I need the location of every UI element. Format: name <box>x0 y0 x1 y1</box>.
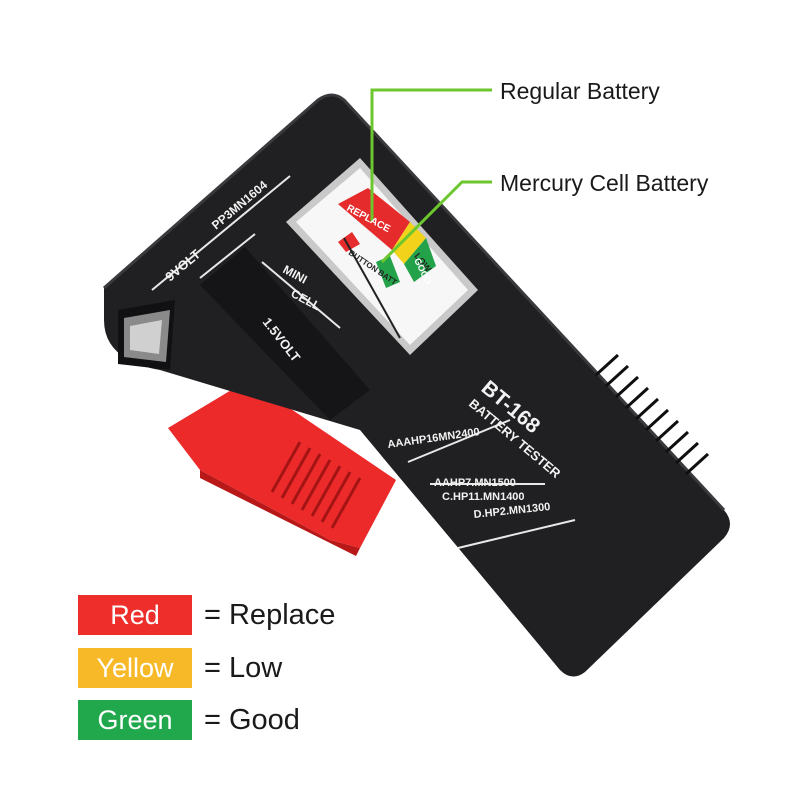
legend-meaning-low: = Low <box>204 651 283 684</box>
callout-regular-battery: Regular Battery <box>500 78 660 104</box>
tester-body <box>103 93 730 677</box>
meter-window <box>286 158 478 355</box>
legend-meaning-good: = Good <box>204 703 300 736</box>
aa-label: AAHP7.MN1500 <box>434 477 516 489</box>
legend-swatch-yellow: Yellow <box>78 648 192 688</box>
legend-row-green: Green = Good <box>78 700 300 740</box>
legend-swatch-red: Red <box>78 595 192 635</box>
callout-mercury-cell-battery: Mercury Cell Battery <box>500 170 709 196</box>
legend-swatch-green: Green <box>78 700 192 740</box>
c-label: C.HP11.MN1400 <box>442 491 525 503</box>
legend-meaning-replace: = Replace <box>204 598 336 631</box>
red-slider <box>168 380 396 556</box>
callout-lines <box>370 88 492 264</box>
legend-row-red: Red = Replace <box>78 595 335 635</box>
legend-row-yellow: Yellow = Low <box>78 648 282 688</box>
